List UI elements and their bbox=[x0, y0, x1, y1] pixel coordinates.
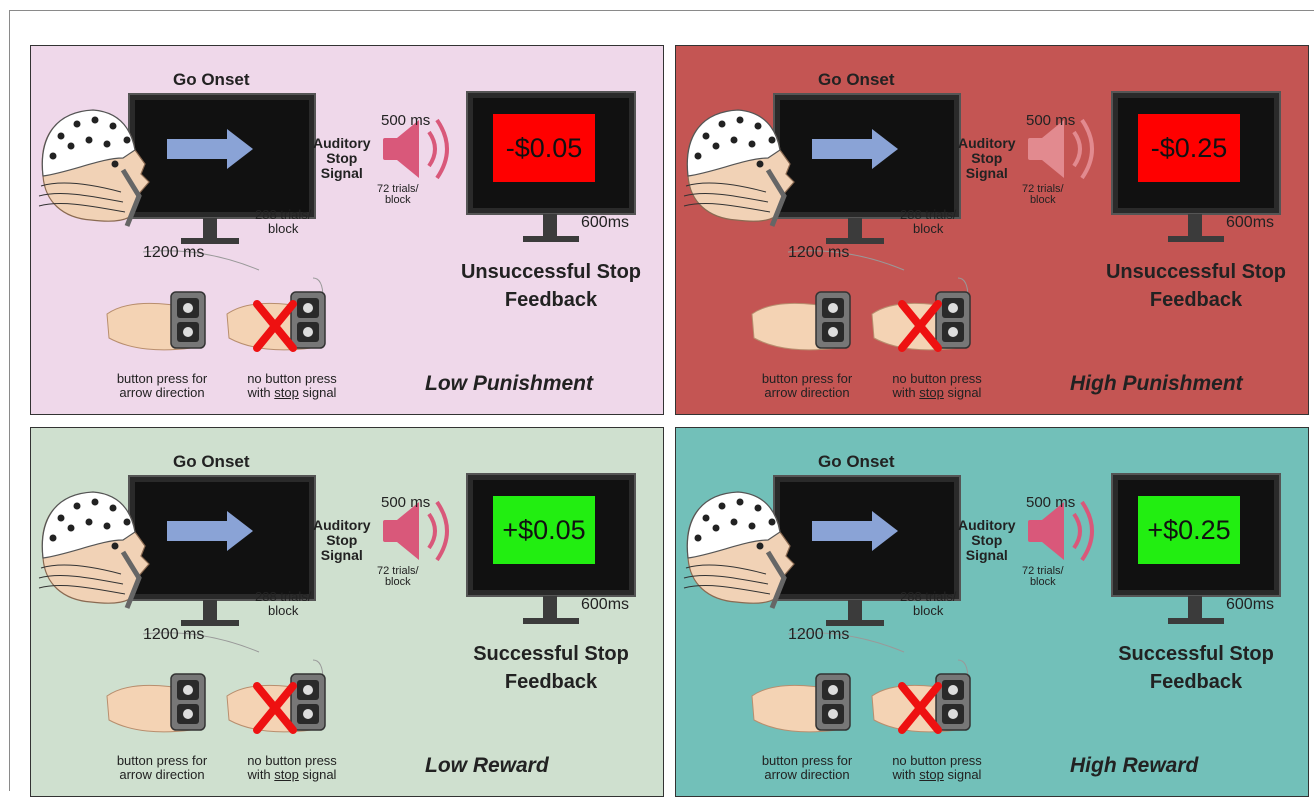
stop-delay-label: 500 ms bbox=[381, 494, 430, 511]
stop-trials-label: 72 trials/block bbox=[1022, 184, 1064, 206]
stop-delay-label: 500 ms bbox=[381, 112, 430, 129]
stop-delay-label: 500 ms bbox=[1026, 494, 1075, 511]
hand-no-press-icon bbox=[872, 674, 970, 732]
hand-no-press-icon bbox=[227, 674, 325, 732]
panel-graphics bbox=[31, 428, 664, 797]
condition-label: High Punishment bbox=[1070, 372, 1243, 396]
condition-label: Low Punishment bbox=[425, 372, 593, 396]
no-button-press-caption: no button press with stop signal bbox=[874, 372, 1000, 400]
response-window-label: 1200 ms bbox=[788, 626, 849, 644]
feedback-time-label: 600ms bbox=[1226, 596, 1274, 614]
no-button-press-caption: no button press with stop signal bbox=[229, 372, 355, 400]
feedback-time-label: 600ms bbox=[581, 596, 629, 614]
go-onset-label: Go Onset bbox=[818, 452, 895, 472]
no-button-press-caption: no button press with stop signal bbox=[874, 754, 1000, 782]
panel-graphics bbox=[676, 428, 1309, 797]
go-onset-label: Go Onset bbox=[173, 452, 250, 472]
feedback-amount: +$0.05 bbox=[493, 496, 595, 564]
condition-label: High Reward bbox=[1070, 754, 1198, 778]
go-onset-label: Go Onset bbox=[173, 70, 250, 90]
feedback-time-label: 600ms bbox=[581, 214, 629, 232]
panel-graphics bbox=[31, 46, 664, 415]
hand-press-icon bbox=[107, 292, 205, 350]
go-trials-label: 288 trials/block bbox=[255, 208, 311, 236]
panel-graphics bbox=[676, 46, 1309, 415]
go-trials-label: 288 trials/block bbox=[900, 208, 956, 236]
stop-trials-label: 72 trials/block bbox=[1022, 566, 1064, 588]
hand-no-press-icon bbox=[227, 292, 325, 350]
condition-label: Low Reward bbox=[425, 754, 549, 778]
response-window-label: 1200 ms bbox=[143, 626, 204, 644]
no-button-press-caption: no button press with stop signal bbox=[229, 754, 355, 782]
stop-delay-label: 500 ms bbox=[1026, 112, 1075, 129]
response-window-label: 1200 ms bbox=[143, 244, 204, 262]
stop-trials-label: 72 trials/block bbox=[377, 184, 419, 206]
hand-no-press-icon bbox=[872, 292, 970, 350]
go-trials-label: 288 trials/block bbox=[255, 590, 311, 618]
feedback-amount: -$0.05 bbox=[493, 114, 595, 182]
stop-trials-label: 72 trials/block bbox=[377, 566, 419, 588]
response-window-label: 1200 ms bbox=[788, 244, 849, 262]
go-onset-label: Go Onset bbox=[818, 70, 895, 90]
feedback-time-label: 600ms bbox=[1226, 214, 1274, 232]
hand-press-icon bbox=[752, 674, 850, 732]
go-trials-label: 288 trials/block bbox=[900, 590, 956, 618]
hand-press-icon bbox=[107, 674, 205, 732]
feedback-amount: +$0.25 bbox=[1138, 496, 1240, 564]
hand-press-icon bbox=[752, 292, 850, 350]
feedback-amount: -$0.25 bbox=[1138, 114, 1240, 182]
